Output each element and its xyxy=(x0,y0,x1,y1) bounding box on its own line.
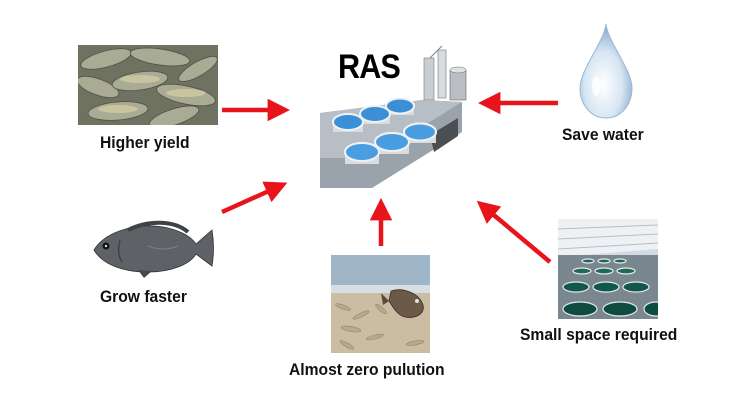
fish-pile-icon xyxy=(78,45,218,125)
arrow-small-space xyxy=(476,200,552,264)
label-higher-yield: Higher yield xyxy=(100,133,190,152)
arrow-grow-faster xyxy=(221,181,288,215)
indoor-tanks-icon xyxy=(558,219,658,319)
tilapia-fish-icon xyxy=(93,220,214,278)
label-small-space-required: Small space required xyxy=(520,325,678,344)
label-save-water: Save water xyxy=(562,125,644,144)
ras-title: RAS xyxy=(338,48,401,86)
water-drop-icon xyxy=(579,23,633,119)
dead-fish-beach-icon xyxy=(331,255,430,353)
ras-system-icon xyxy=(320,45,467,188)
label-almost-zero-pulution: Almost zero pulution xyxy=(289,360,445,379)
label-grow-faster: Grow faster xyxy=(100,287,187,306)
